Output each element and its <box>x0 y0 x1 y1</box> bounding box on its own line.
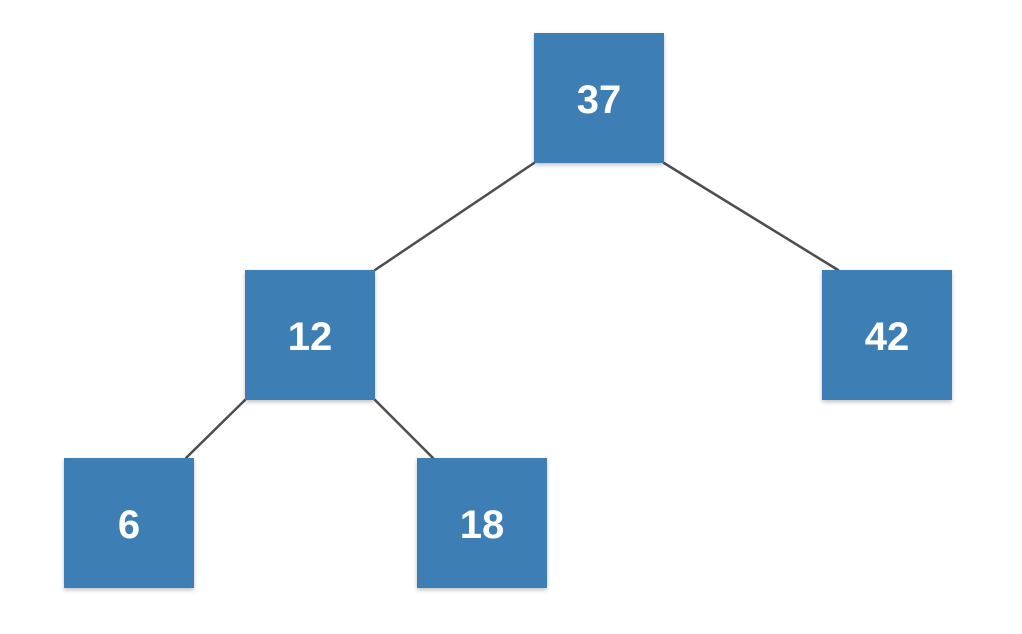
tree-node-37: 37 <box>534 33 664 163</box>
node-box <box>534 33 664 163</box>
node-box <box>822 270 952 400</box>
tree-node-12: 12 <box>245 270 375 400</box>
edge-12-to-18 <box>373 398 435 460</box>
tree-node-18: 18 <box>417 458 547 588</box>
node-label: 18 <box>460 503 505 547</box>
edge-37-to-42 <box>662 161 840 272</box>
node-label: 42 <box>865 315 910 359</box>
tree-node-6: 6 <box>64 458 194 588</box>
node-box <box>417 458 547 588</box>
node-label: 6 <box>118 503 140 547</box>
edges-layer <box>184 161 840 460</box>
node-box <box>245 270 375 400</box>
edge-12-to-6 <box>184 398 247 460</box>
node-box <box>64 458 194 588</box>
node-label: 37 <box>577 78 622 122</box>
node-label: 12 <box>288 315 333 359</box>
edge-37-to-12 <box>373 161 536 272</box>
nodes-layer: 37 12 42 6 18 <box>64 33 952 588</box>
tree-node-42: 42 <box>822 270 952 400</box>
